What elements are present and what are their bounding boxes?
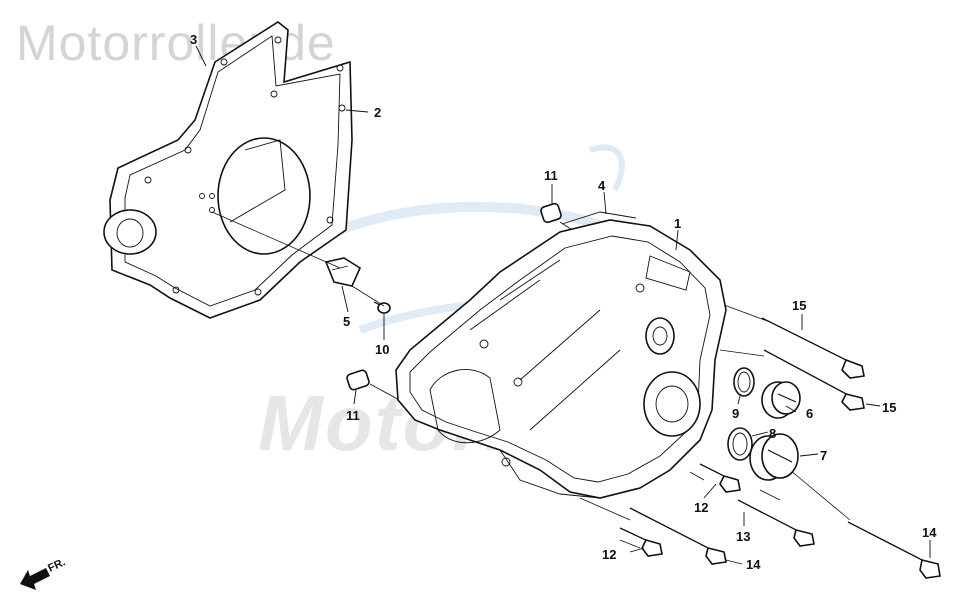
bolt-part-13	[737, 499, 815, 547]
callout-12-right: 12	[694, 500, 708, 515]
bolt-part-15-upper	[761, 317, 865, 379]
front-direction-arrow: FR.	[20, 556, 67, 590]
dowel-part-11-top	[540, 202, 562, 224]
gasket-part-4	[561, 211, 637, 225]
callout-14-left: 14	[746, 557, 761, 572]
callout-6: 6	[806, 406, 813, 421]
bolt-part-12-right	[699, 463, 741, 493]
callout-2: 2	[374, 105, 381, 120]
dowel-part-11-bottom	[346, 369, 370, 391]
callout-labels: 3 2 11 4 1 5 10 11 15 15 9 6 8 7 12 13 1…	[190, 32, 937, 572]
bolt-part-12-left	[619, 527, 663, 557]
callout-13: 13	[736, 529, 750, 544]
front-label: FR.	[46, 556, 67, 574]
o-ring-part-9	[733, 367, 755, 397]
callout-11-bottom: 11	[346, 408, 360, 423]
bolt-part-14-lower-right	[847, 521, 941, 579]
callout-14-right: 14	[922, 525, 937, 540]
callout-15-top: 15	[792, 298, 806, 313]
callout-15-bottom: 15	[882, 400, 896, 415]
callout-10: 10	[375, 342, 389, 357]
cap-part-6	[761, 381, 801, 419]
callout-9: 9	[732, 406, 739, 421]
callout-8: 8	[769, 426, 776, 441]
callout-4: 4	[598, 178, 606, 193]
crankcase-cover-part-1	[395, 219, 727, 499]
gasket-part-3	[103, 21, 353, 319]
o-ring-part-8	[727, 427, 753, 461]
callout-11-top: 11	[544, 168, 558, 183]
callout-7: 7	[820, 448, 827, 463]
clip-part-5	[324, 257, 362, 287]
callout-12-left: 12	[602, 547, 616, 562]
callout-3: 3	[190, 32, 197, 47]
bolt-part-14-lower-left	[629, 507, 727, 565]
cap-part-7	[749, 433, 799, 481]
bolt-part-15-lower	[763, 349, 865, 411]
leader-lines	[195, 45, 931, 565]
screw-part-10	[373, 301, 391, 314]
callout-1: 1	[674, 216, 681, 231]
callout-5: 5	[343, 314, 350, 329]
